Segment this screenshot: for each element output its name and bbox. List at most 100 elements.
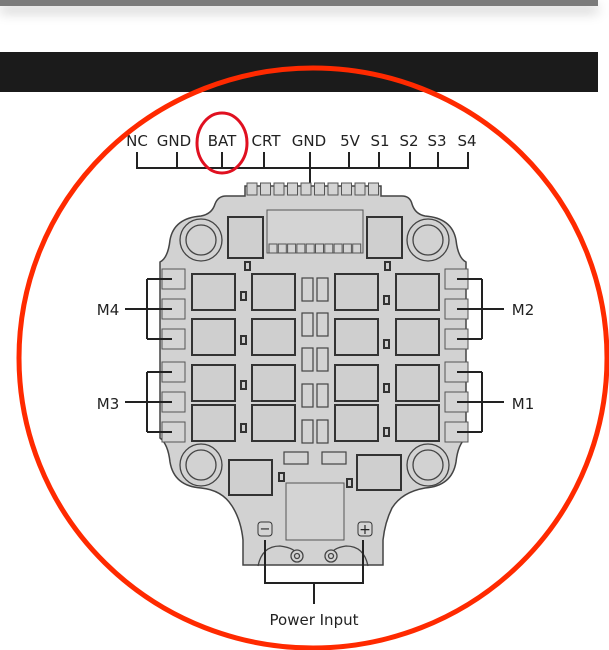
plus-pad	[357, 521, 373, 537]
capacitor	[301, 277, 314, 302]
header-bar	[0, 52, 598, 92]
minus-pad	[257, 521, 273, 537]
capacitor	[316, 383, 329, 408]
motor-label-m1: M1	[512, 395, 535, 413]
mosfet-chip	[334, 364, 379, 402]
capacitor	[316, 347, 329, 372]
resistor	[240, 291, 247, 301]
pin-labels: NC GND BAT CRT GND 5V S1 S2 S3 S4	[126, 132, 476, 150]
power-pad-center	[285, 482, 345, 541]
resistor	[383, 383, 390, 393]
top-connector	[246, 182, 379, 196]
mosfet-chip	[251, 404, 296, 442]
mounting-holes	[179, 218, 450, 487]
pin-leader-lines	[136, 152, 469, 186]
mcu-chip-left	[227, 216, 264, 259]
highlight-circle	[16, 65, 609, 650]
connector-tooth	[273, 182, 285, 196]
resistor	[383, 339, 390, 349]
board-components	[161, 216, 469, 496]
connector-tooth	[354, 182, 366, 196]
mosfet-chip	[191, 318, 236, 356]
mosfet-chip	[334, 273, 379, 311]
bottom-capacitor	[283, 451, 309, 465]
minus-icon: −	[260, 522, 271, 537]
pin-label-s2: S2	[399, 132, 418, 150]
connector-tooth	[327, 182, 339, 196]
resistor	[240, 335, 247, 345]
connector-tooth	[287, 182, 298, 196]
resistor	[384, 261, 391, 271]
power-input-bracket	[264, 540, 364, 604]
mosfet-chip	[334, 318, 379, 356]
capacitor	[301, 312, 314, 337]
connector-pin	[277, 243, 287, 254]
mosfet-chip	[251, 273, 296, 311]
capacitor	[316, 312, 329, 337]
mosfet-chip	[191, 404, 236, 442]
power-tab-cutouts	[257, 545, 369, 567]
mosfet-chip	[395, 404, 440, 442]
connector-tooth	[341, 182, 352, 196]
pin-label-s4: S4	[457, 132, 476, 150]
capacitor	[301, 347, 314, 372]
mosfet-chip	[395, 364, 440, 402]
pin-label-nc: NC	[126, 132, 148, 150]
top-shadow-bar	[0, 0, 598, 6]
connector-tooth	[314, 182, 325, 196]
mosfet-chip	[395, 318, 440, 356]
resistor	[240, 380, 247, 390]
m4-bracket	[125, 278, 172, 340]
capacitor	[316, 419, 329, 444]
mosfet-chip	[191, 273, 236, 311]
connector-pin	[342, 243, 352, 254]
mosfet-chip	[191, 364, 236, 402]
resistor	[244, 261, 251, 271]
capacitor	[301, 419, 314, 444]
motor-label-m2: M2	[512, 301, 535, 319]
mosfet-chip	[334, 404, 379, 442]
connector-pin	[333, 243, 343, 254]
connector-pin	[315, 243, 324, 254]
resistor	[383, 295, 390, 305]
pin-label-s3: S3	[427, 132, 446, 150]
motor-label-m3: M3	[97, 395, 120, 413]
pin-label-gnd: GND	[157, 132, 191, 150]
connector-pin	[305, 243, 315, 254]
resistor	[383, 427, 390, 437]
connector-tooth	[246, 182, 258, 196]
m1-bracket	[457, 371, 504, 433]
connector-tooth	[260, 182, 271, 196]
pin-label-crt: CRT	[252, 132, 282, 150]
mosfet-chip	[251, 364, 296, 402]
pin-label-gnd-2: GND	[292, 132, 326, 150]
resistor	[240, 423, 247, 433]
connector-pin	[268, 243, 278, 254]
capacitor	[316, 277, 329, 302]
bottom-capacitor	[321, 451, 347, 465]
connector-tooth	[300, 182, 312, 196]
resistor	[346, 478, 353, 488]
regulator-chip-left	[228, 459, 273, 496]
connector-tooth	[368, 182, 379, 196]
capacitor	[301, 383, 314, 408]
connector-pin	[287, 243, 297, 254]
m3-bracket	[125, 371, 172, 433]
connector-pin	[324, 243, 334, 254]
plus-icon: +	[359, 522, 371, 538]
pin-label-bat: BAT	[208, 132, 237, 150]
motor-label-m4: M4	[97, 301, 120, 319]
mosfet-chip	[395, 273, 440, 311]
power-input-label: Power Input	[270, 611, 359, 629]
connector-pin	[352, 243, 362, 254]
mosfet-chip	[251, 318, 296, 356]
m2-bracket	[457, 278, 504, 340]
regulator-chip-right	[356, 454, 402, 491]
pin-label-s1: S1	[370, 132, 389, 150]
pin-label-5v: 5V	[340, 132, 361, 150]
bat-pin-highlight	[195, 111, 249, 175]
connector-pin	[296, 243, 306, 254]
mcu-chip-right	[366, 216, 403, 259]
resistor	[278, 472, 285, 482]
